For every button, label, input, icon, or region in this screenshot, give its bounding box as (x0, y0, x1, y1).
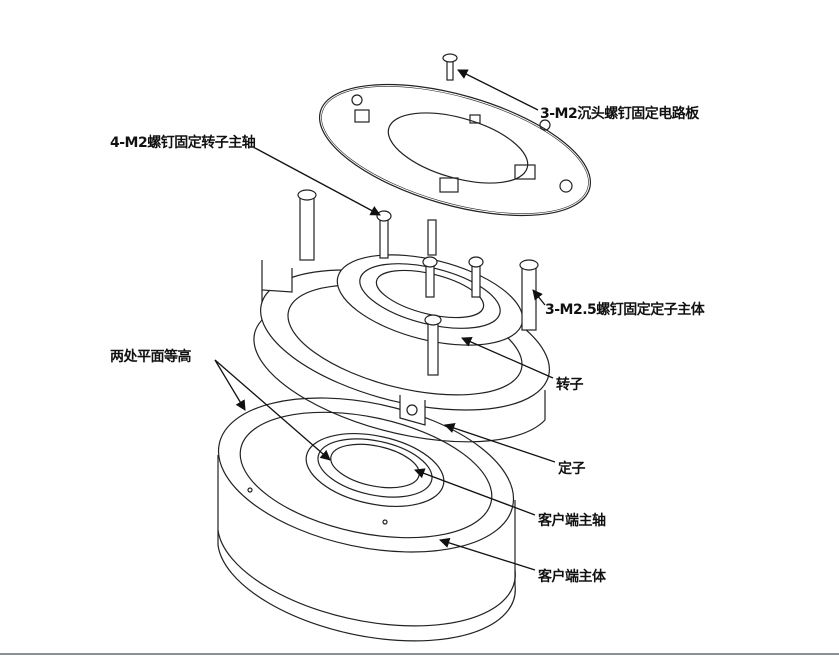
label-pcb-screws: 3-M2沉头螺钉固定电路板 (540, 106, 699, 122)
bottom-divider (0, 653, 839, 655)
label-rotor: 转子 (556, 377, 584, 393)
screws (297, 53, 539, 376)
label-stator: 定子 (558, 461, 586, 477)
label-client-body: 客户端主体 (538, 569, 606, 585)
circuit-board (318, 83, 592, 217)
label-stator-screws: 3-M2.5螺钉固定定子主体 (545, 302, 705, 318)
label-flat-surfaces: 两处平面等高 (110, 349, 192, 365)
client-body (217, 397, 516, 642)
label-rotor-screws: 4-M2螺钉固定转子主轴 (110, 135, 256, 151)
leader-lines (214, 69, 556, 571)
label-client-shaft: 客户端主轴 (538, 513, 606, 529)
